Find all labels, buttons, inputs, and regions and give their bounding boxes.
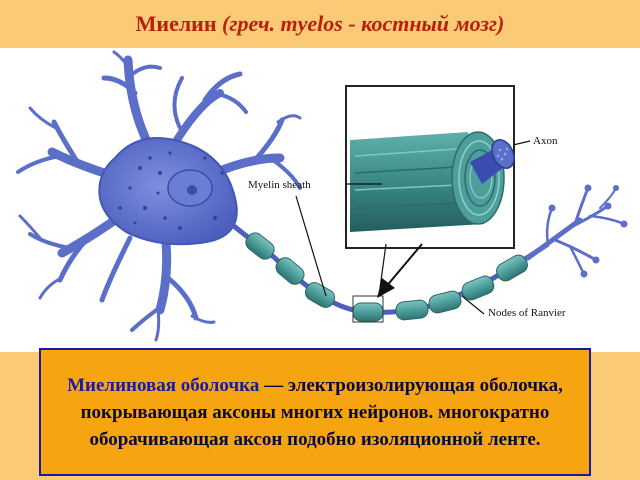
axon-terminals: [525, 186, 626, 276]
title-main: Миелин: [135, 11, 217, 36]
definition-text: Миелиновая оболочка — электроизолирующая…: [55, 372, 575, 453]
title-subtitle: (греч. myelos - костный мозг): [222, 11, 505, 36]
zoom-arrow: [377, 243, 423, 298]
neuron-diagram: Axon Myelin sheath Nodes of Ranvier: [0, 48, 640, 352]
nodes-of-ranvier-label: Nodes of Ranvier: [488, 307, 566, 319]
page-title: Миелин (греч. myelos - костный мозг): [136, 11, 505, 37]
dendrites: [16, 50, 302, 342]
node-highlight-box: [352, 295, 384, 323]
definition-term: Миелиновая оболочка: [67, 374, 260, 396]
neuron-illustration: Axon Myelin sheath Nodes of Ranvier: [16, 50, 628, 342]
title-bar: Миелин (греч. myelos - костный мозг): [0, 0, 640, 48]
definition-box: Миелиновая оболочка — электроизолирующая…: [39, 348, 591, 476]
myelin-sheath-label: Myelin sheath: [248, 179, 311, 191]
myelin-segments: [245, 232, 528, 322]
terminal-buttons: [548, 184, 628, 278]
organelles: [118, 151, 224, 230]
inset-myelin-cable: [350, 131, 515, 232]
leader-lines: [295, 140, 531, 315]
axon-label: Axon: [533, 135, 558, 147]
definition-body: — электроизолирующая оболочка, покрывающ…: [80, 374, 563, 450]
